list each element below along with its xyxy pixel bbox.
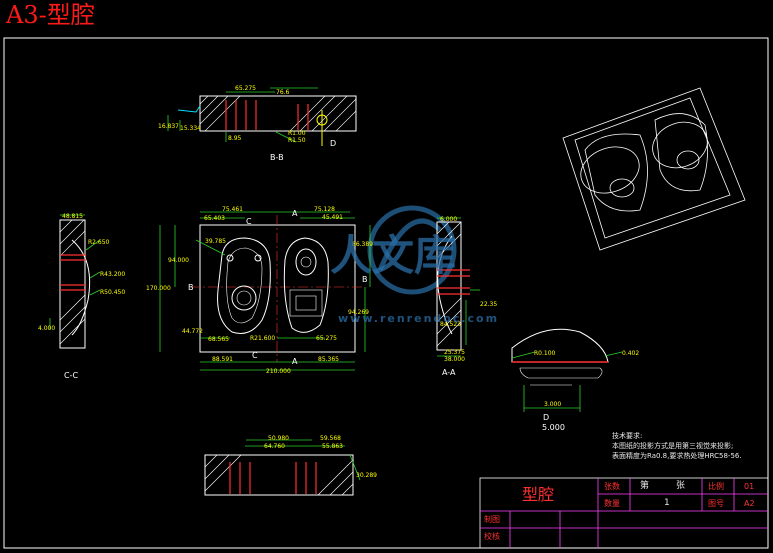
dim-aa-2: 22.35 <box>480 301 497 308</box>
dim-cc-top: 48.815 <box>62 213 83 220</box>
dim-d-1: R0.100 <box>534 350 556 357</box>
title-qty-label: 数量 <box>604 499 620 508</box>
dim-low-1: 50.980 <box>268 435 289 442</box>
notes-line1: 本图纸的投影方式是用第三视觉来投影; <box>612 442 734 450</box>
watermark-text: 人文库 <box>330 231 457 280</box>
dim-cc-2: R43.200 <box>100 271 125 278</box>
notes-line2: 表面精度为Ra0.8,要求热处理HRC58-56. <box>612 452 742 460</box>
label-detail-scale: 5.000 <box>542 423 565 432</box>
title-checked-label: 校核 <box>484 532 500 541</box>
label-view-bb: B-B <box>270 153 284 162</box>
dim-plan-b1: 44.772 <box>182 328 203 335</box>
marker-c-bottom: C <box>252 351 258 360</box>
marker-a-top: A <box>292 209 298 218</box>
title-block <box>479 477 769 549</box>
marker-d: D <box>330 139 336 148</box>
marker-a-bottom: A <box>292 357 298 366</box>
sheet-title: A3-型腔 <box>6 1 95 29</box>
dim-cc-left: 4.000 <box>38 325 55 332</box>
dim-plan-b3: 65.275 <box>316 335 337 342</box>
dim-plan-h: 170.000 <box>146 285 171 292</box>
dim-d-2: 0.402 <box>622 350 639 357</box>
dim-plan-l2: 94.000 <box>168 257 189 264</box>
label-view-aa: A-A <box>442 368 456 377</box>
dim-plan-top2: 75.128 <box>314 206 335 213</box>
dim-cc-1: R2.650 <box>88 239 110 246</box>
dim-low-3: 64.760 <box>264 443 285 450</box>
marker-b-right: B <box>362 275 368 284</box>
dim-low-5: 30.289 <box>356 472 377 479</box>
dim-aa-3: 84.523 <box>440 321 461 328</box>
title-drawn-label: 制图 <box>484 515 500 524</box>
view-detail-d: R0.100 0.402 3.000 D 5.000 <box>511 328 639 432</box>
title-sheet-label: 张数 <box>604 482 620 491</box>
view-bb: B-B 65.275 76.6 16.837 15.334 8.95 R1.00… <box>158 85 357 162</box>
view-cc: 48.815 R2.650 R43.200 R50.450 4.000 C-C <box>38 213 125 380</box>
label-view-cc: C-C <box>64 371 78 380</box>
technical-notes: 技术要求: 本图纸的投影方式是用第三视觉来投影; 表面精度为Ra0.8,要求热处… <box>612 431 742 461</box>
view-plan: 75.461 65.403 75.128 45.491 39.785 94.00… <box>146 206 373 375</box>
notes-title: 技术要求: <box>612 432 643 440</box>
dim-low-4: 55.863 <box>322 443 343 450</box>
marker-b-left: B <box>188 283 194 292</box>
title-sheet-of: 第 <box>640 481 650 491</box>
dim-plan-top4: 45.491 <box>322 214 343 221</box>
view-isometric <box>562 87 746 251</box>
view-aa: 6.000 22.35 84.523 25.375 38.000 A-A <box>436 216 497 377</box>
dim-plan-r2: 94.269 <box>348 309 369 316</box>
dim-aa-1: 6.000 <box>440 216 457 223</box>
dim-aa-5: 25.375 <box>444 349 465 356</box>
dim-bb-bot2: R1.00 <box>288 130 306 137</box>
dim-bb-top1: 65.275 <box>235 85 256 92</box>
dim-plan-top3: 65.403 <box>204 215 225 222</box>
dim-plan-top1: 75.461 <box>222 206 243 213</box>
title-scale-value: 01 <box>744 482 755 491</box>
dim-plan-w: 210.000 <box>266 368 291 375</box>
dim-bb-top2: 76.6 <box>276 89 290 96</box>
dim-aa-6: 38.000 <box>444 356 465 363</box>
title-drawing-no-label: 图号 <box>708 499 724 508</box>
marker-c-top: C <box>246 217 252 226</box>
dim-bb-bot3: R1.50 <box>288 137 306 144</box>
title-sheet-unit: 张 <box>676 481 686 491</box>
title-qty-value: 1 <box>664 498 670 508</box>
dim-low-2: 59.568 <box>320 435 341 442</box>
dim-plan-b4: 68.565 <box>208 336 229 343</box>
dim-plan-r1: 86.389 <box>352 241 373 248</box>
dim-bb-left2: 15.334 <box>180 125 201 132</box>
watermark-url: www.renrendoc.com <box>338 312 500 325</box>
label-detail-d: D <box>543 413 549 422</box>
dim-plan-b5: 88.591 <box>212 356 233 363</box>
dim-plan-l1: 39.785 <box>205 238 226 245</box>
title-part-name: 型腔 <box>522 485 555 504</box>
title-drawing-no-value: A2 <box>744 499 755 508</box>
dim-cc-3: R50.450 <box>100 289 125 296</box>
dim-plan-b6: 85.365 <box>318 356 339 363</box>
sheet-border <box>3 37 769 549</box>
dim-bb-left1: 16.837 <box>158 123 179 130</box>
dim-bb-bot1: 8.95 <box>228 135 242 142</box>
title-scale-label: 比例 <box>708 482 724 491</box>
view-bottom-section: 50.980 59.568 64.760 55.863 30.289 <box>204 435 377 496</box>
dim-d-3: 3.000 <box>544 401 561 408</box>
dim-plan-b2: R21.600 <box>250 335 275 342</box>
